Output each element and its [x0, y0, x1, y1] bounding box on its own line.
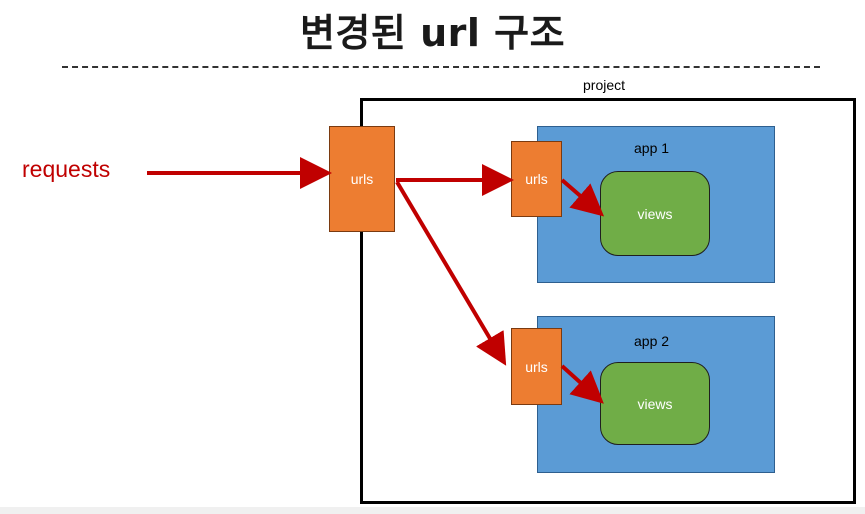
app2-urls-label: urls [525, 358, 548, 375]
page-title: 변경된 url 구조 [299, 11, 566, 55]
project-urls-box: urls [329, 126, 395, 232]
app2-views-box: views [600, 362, 710, 445]
dashed-divider [62, 66, 820, 68]
project-label: project [583, 77, 626, 93]
app2-urls-box: urls [511, 328, 562, 405]
app2-label: app 2 [634, 333, 670, 349]
app1-label: app 1 [634, 140, 670, 156]
project-urls-label: urls [350, 171, 374, 187]
bottom-bar [0, 507, 865, 514]
app1-urls-box: urls [511, 141, 562, 217]
requests-label: requests [22, 156, 111, 182]
app1-urls-label: urls [525, 171, 548, 187]
app2-views-label: views [637, 395, 673, 412]
app1-views-box: views [600, 171, 710, 256]
app1-views-label: views [637, 205, 673, 222]
